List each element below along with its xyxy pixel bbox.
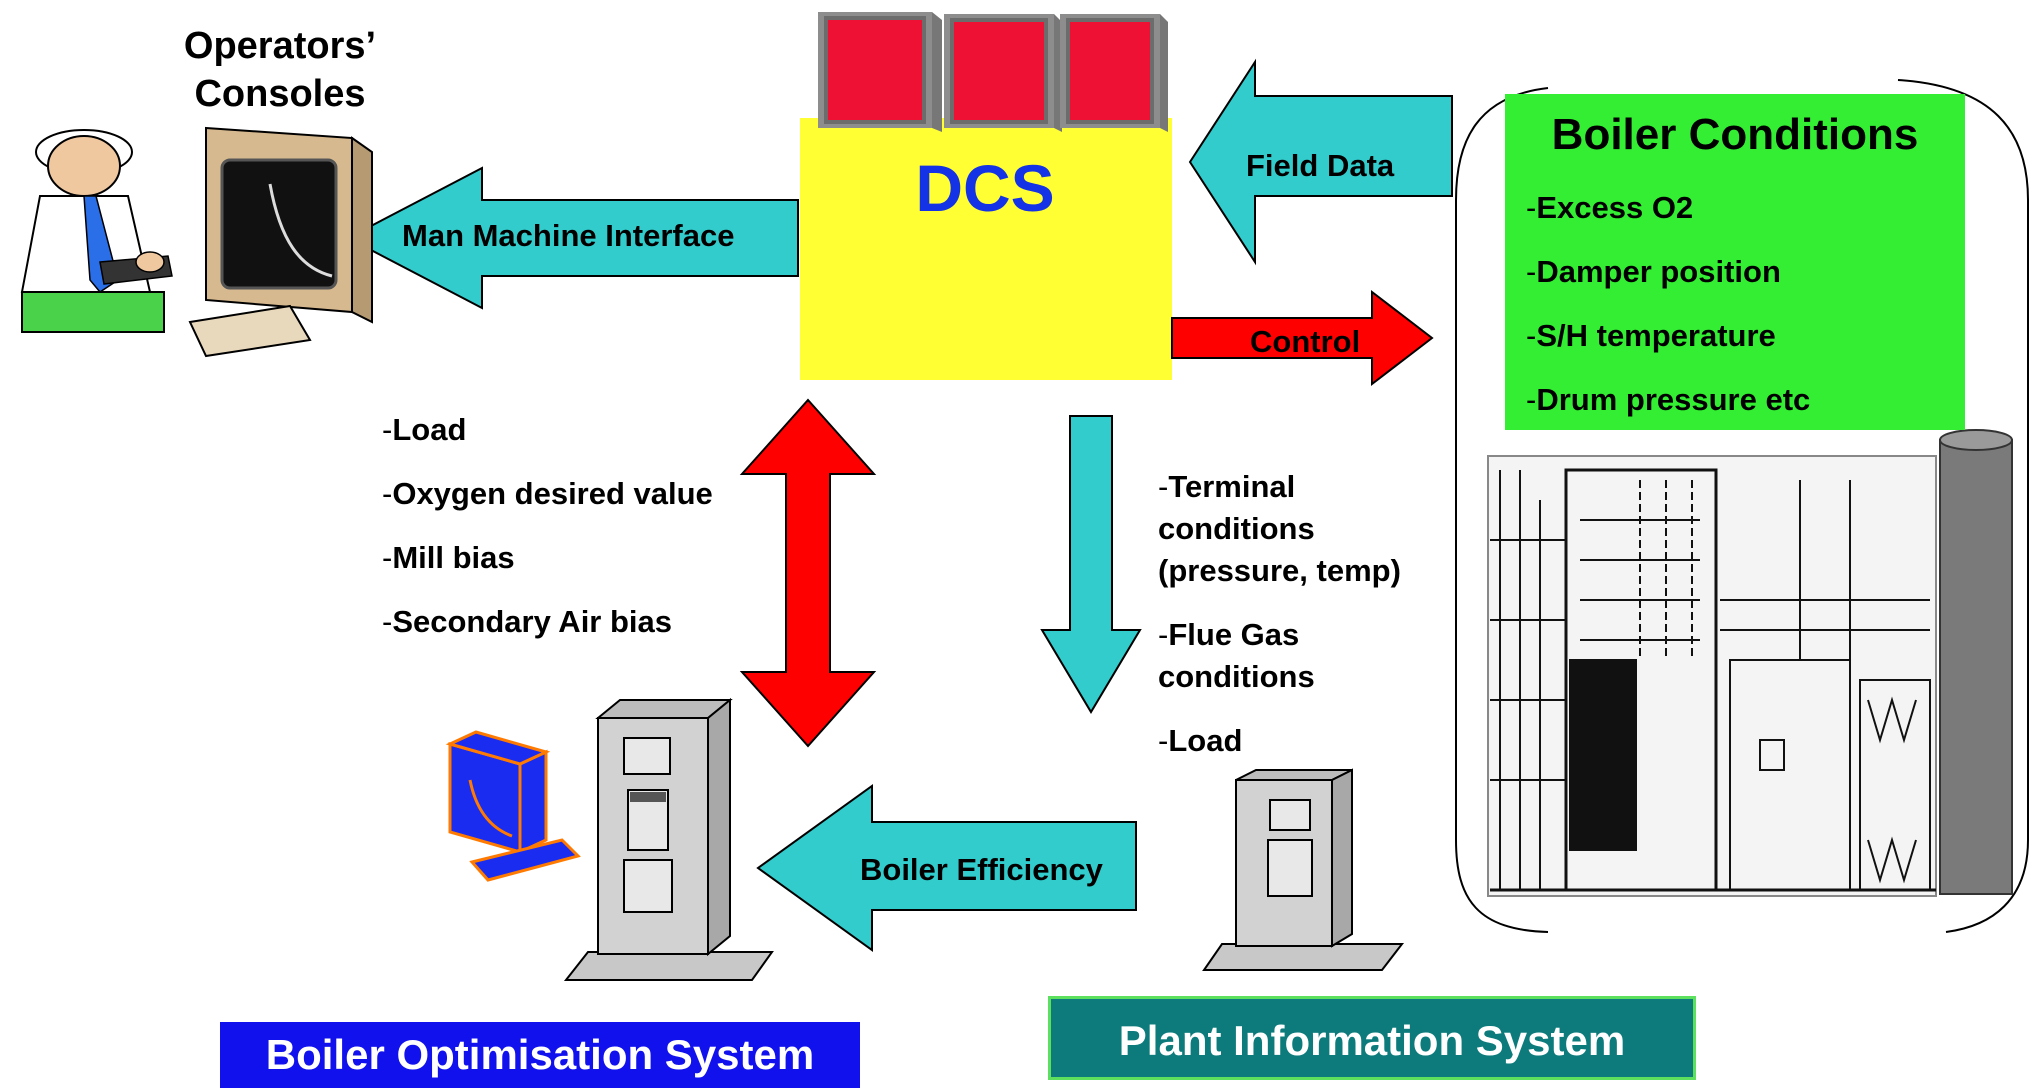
optimisation-dcs-double-arrow [739, 398, 877, 748]
optimisation-outputs-list: -Load -Oxygen desired value -Mill bias -… [382, 398, 713, 654]
field-data-arrow [1188, 58, 1453, 266]
boiler-condition-item: -Excess O2 [1526, 190, 1694, 225]
boiler-efficiency-label: Boiler Efficiency [860, 852, 1103, 887]
control-label: Control [1250, 324, 1361, 359]
optimisation-computer-icon [445, 730, 581, 882]
boiler-conditions-box [1505, 94, 1965, 430]
optimisation-output-item: -Load [382, 412, 467, 447]
man-machine-interface-label: Man Machine Interface [402, 218, 735, 253]
operator-person-icon [20, 129, 173, 333]
plant-info-input-item: -Flue Gas conditions [1158, 617, 1315, 694]
optimisation-output-item: -Oxygen desired value [382, 476, 713, 511]
boiler-condition-item: -Drum pressure etc [1526, 382, 1811, 417]
plant-info-inputs-list: -Terminal conditions (pressure, temp) -F… [1158, 466, 1401, 762]
plant-info-input-item: -Terminal conditions (pressure, temp) [1158, 469, 1401, 588]
boiler-efficiency-arrow [756, 784, 1137, 952]
operators-title-line1: Operators’ [183, 25, 377, 67]
dcs-to-pis-down-arrow [1040, 415, 1142, 714]
optimisation-output-item: -Secondary Air bias [382, 604, 673, 639]
man-machine-interface-arrow [345, 166, 799, 310]
dcs-title: DCS [915, 151, 1055, 225]
dcs-box [800, 118, 1172, 380]
boiler-condition-item: -Damper position [1526, 254, 1781, 289]
plant-information-server-icon [1202, 768, 1405, 971]
plant-information-system-box: Plant Information System [1048, 996, 1696, 1080]
plant-info-input-item: -Load [1158, 723, 1243, 758]
boiler-plant-sketch [1487, 429, 2013, 897]
dcs-monitors-icon [818, 12, 1168, 132]
boiler-conditions-bracket [1455, 79, 2029, 933]
boiler-optimisation-system-box: Boiler Optimisation System [220, 1022, 860, 1088]
operator-console-icon [188, 126, 373, 358]
control-arrow [1171, 289, 1434, 387]
optimisation-server-icon [563, 697, 774, 981]
boiler-conditions-title: Boiler Conditions [1551, 110, 1919, 159]
operators-consoles-title: Operators’ Consoles [140, 22, 420, 118]
optimisation-output-item: -Mill bias [382, 540, 515, 575]
boiler-conditions-list: -Excess O2 -Damper position -S/H tempera… [1526, 176, 1810, 432]
field-data-label: Field Data [1246, 148, 1395, 183]
operators-title-line2: Consoles [194, 73, 366, 115]
boiler-condition-item: -S/H temperature [1526, 318, 1776, 353]
